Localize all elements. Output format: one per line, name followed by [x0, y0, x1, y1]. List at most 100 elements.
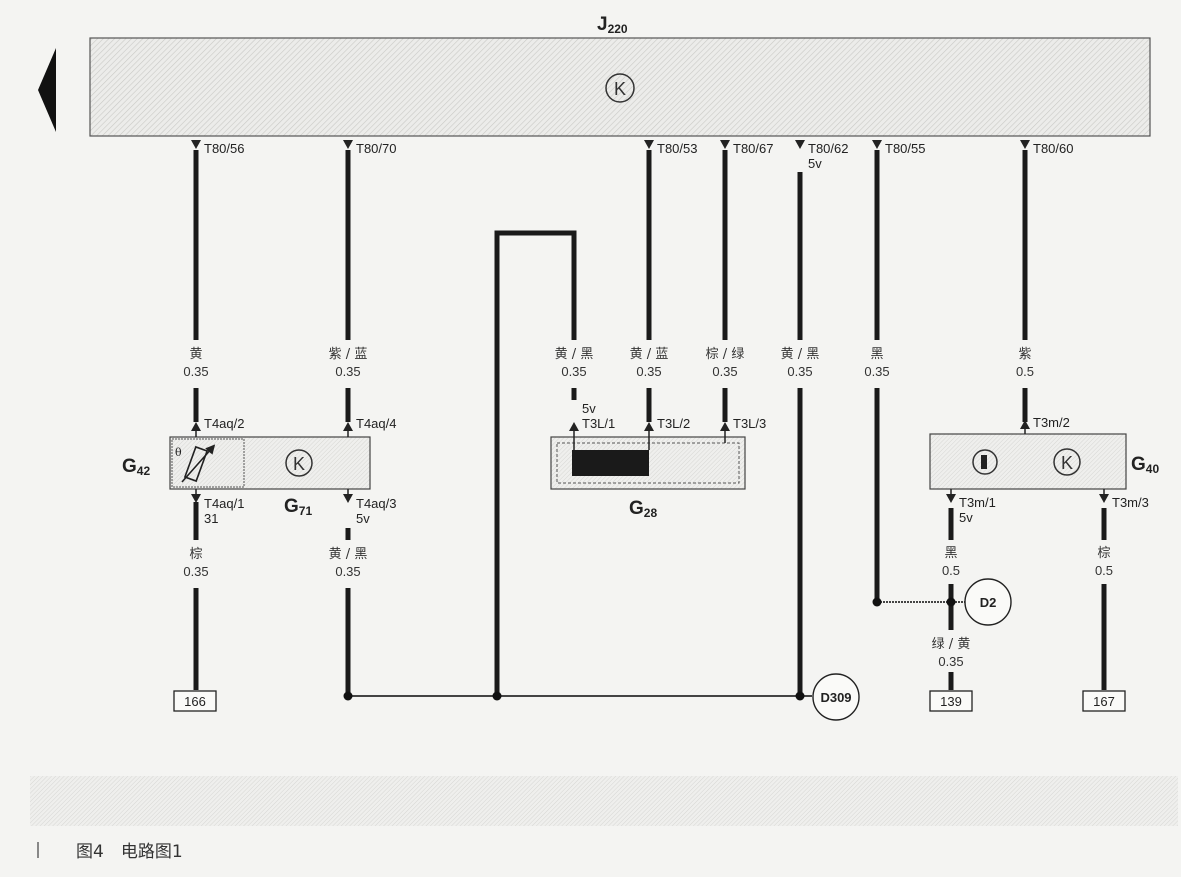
wire-size-label: 0.35	[636, 364, 661, 379]
g40-k-symbol	[1053, 448, 1081, 476]
g40-sensor-inner	[981, 455, 987, 469]
g28-label: G28	[629, 498, 657, 520]
wire-color-label: 棕	[1097, 546, 1110, 561]
pin-arrow	[795, 140, 805, 149]
g40-pin-bottom-right-label: T3m/3	[1112, 495, 1149, 510]
wire-color-label: 棕	[189, 547, 202, 562]
connection-d2	[964, 578, 1012, 626]
g40-pin-bottom-left-extra: 5v	[959, 510, 973, 525]
thermistor-icon	[183, 445, 209, 483]
g40-body	[929, 433, 1127, 490]
g42-inner-box	[171, 438, 245, 488]
g71-k-symbol	[285, 449, 313, 477]
pin-arrow	[1020, 140, 1030, 149]
g28-pin3-label: T3L/3	[733, 416, 766, 431]
pin-arrow	[720, 422, 730, 431]
junction-dot	[872, 597, 882, 607]
ecu-left-arrow	[38, 48, 56, 132]
g42-g71-body	[169, 436, 371, 490]
wire-color-label: 紫	[1018, 347, 1031, 362]
junction-dot	[795, 691, 805, 701]
pin-arrow	[644, 140, 654, 149]
ecu-j220: J220 K	[38, 14, 1151, 137]
g28-inner-box	[556, 442, 740, 484]
pin-arrow	[872, 140, 882, 149]
junction-dot	[343, 691, 353, 701]
terminal-box-167	[1082, 690, 1126, 712]
g40-k-letter: K	[1061, 453, 1073, 473]
pin-arrow	[191, 422, 201, 431]
wire-labels-lower: 棕 0.35 黄 / 黑 0.35 黑 0.5 绿 / 黄 0.35 棕 0.5	[183, 546, 1113, 669]
bottom-band	[30, 776, 1178, 826]
g28-pin1-extra: 5v	[582, 401, 596, 416]
ecu-body	[89, 37, 1151, 137]
wire-size-label: 0.5	[1016, 364, 1034, 379]
wire-color-label: 黄 / 黑	[781, 347, 820, 362]
g28-pin2-label: T3L/2	[657, 416, 690, 431]
pin-arrow	[569, 422, 579, 431]
wire-g28-t3l1-loop	[494, 230, 577, 698]
terminal-label-166: 166	[184, 694, 206, 709]
wire-size-label: 0.35	[712, 364, 737, 379]
figure-caption: 图4 电路图1	[37, 842, 183, 862]
wire-size-label: 0.35	[561, 364, 586, 379]
wire-size-label: 0.35	[183, 364, 208, 379]
wire-size-label: 0.5	[942, 563, 960, 578]
wire-size-label: 0.35	[864, 364, 889, 379]
g28-sensor-block	[572, 450, 649, 476]
ecu-k-letter: K	[614, 79, 626, 99]
wire-color-label: 黄	[189, 347, 202, 362]
pin-label-t80-56: T80/56	[204, 141, 244, 156]
terminals: 166 139 167	[173, 690, 1126, 712]
ground-bus	[348, 601, 965, 697]
terminal-label-167: 167	[1093, 694, 1115, 709]
pin-arrow	[1020, 420, 1030, 429]
g28-pin1-label: T3L/1	[582, 416, 615, 431]
wire-size-label: 0.5	[1095, 563, 1113, 578]
g71-k-letter: K	[293, 454, 305, 474]
pin-label-t80-70: T80/70	[356, 141, 396, 156]
wire-color-label: 棕 / 绿	[706, 347, 745, 362]
pin-arrow	[343, 140, 353, 149]
ecu-pin-labels: T80/56 T80/70 T80/53 T80/67 T80/62 5v T8…	[204, 141, 1073, 171]
pin-label-t80-67: T80/67	[733, 141, 773, 156]
g42-pin-bottom-label: T4aq/1	[204, 496, 244, 511]
ecu-k-symbol	[605, 73, 635, 103]
thermistor-arrow-icon	[181, 444, 216, 483]
pin-arrow	[191, 140, 201, 149]
pin-label-t80-53: T80/53	[657, 141, 697, 156]
wire-size-label: 0.35	[787, 364, 812, 379]
pin-arrow	[191, 494, 201, 503]
connection-d309	[812, 673, 860, 721]
g40-label: G40	[1131, 454, 1159, 476]
component-g42-g71: θ K T4aq/2 T4aq/4 T4aq/1 31 T4aq/3 5v G4…	[122, 416, 396, 526]
g71-pin-bottom-extra: 5v	[356, 511, 370, 526]
g42-pin-bottom-extra: 31	[204, 511, 218, 526]
g71-pin-top-label: T4aq/4	[356, 416, 396, 431]
g42-pin-top-label: T4aq/2	[204, 416, 244, 431]
connection-points: D309 D2	[812, 578, 1012, 721]
pin-label-t80-55: T80/55	[885, 141, 925, 156]
component-g40: K T3m/2 T3m/1 5v T3m/3 G40	[929, 415, 1159, 525]
wire-color-label: 紫 / 蓝	[329, 347, 368, 362]
junction-dot	[946, 597, 956, 607]
pin-label-t80-60: T80/60	[1033, 141, 1073, 156]
caption-text: 图4 电路图1	[76, 842, 183, 862]
junction-dots	[343, 597, 956, 701]
wire-size-label: 0.35	[183, 564, 208, 579]
g71-pin-bottom-label: T4aq/3	[356, 496, 396, 511]
wire-color-label: 黄 / 黑	[329, 547, 368, 562]
pin-arrow	[720, 140, 730, 149]
wire-color-label: 绿 / 黄	[932, 637, 971, 652]
terminal-box-166	[173, 690, 217, 712]
ecu-label: J220	[597, 14, 628, 36]
wires	[193, 150, 1107, 698]
connection-d309-label: D309	[820, 690, 851, 705]
wire-color-label: 黄 / 蓝	[630, 347, 669, 362]
pin-arrow	[644, 422, 654, 431]
pin-arrow	[946, 494, 956, 503]
g42-label: G42	[122, 456, 150, 478]
pin-arrow	[1099, 494, 1109, 503]
g71-label: G71	[284, 496, 312, 518]
